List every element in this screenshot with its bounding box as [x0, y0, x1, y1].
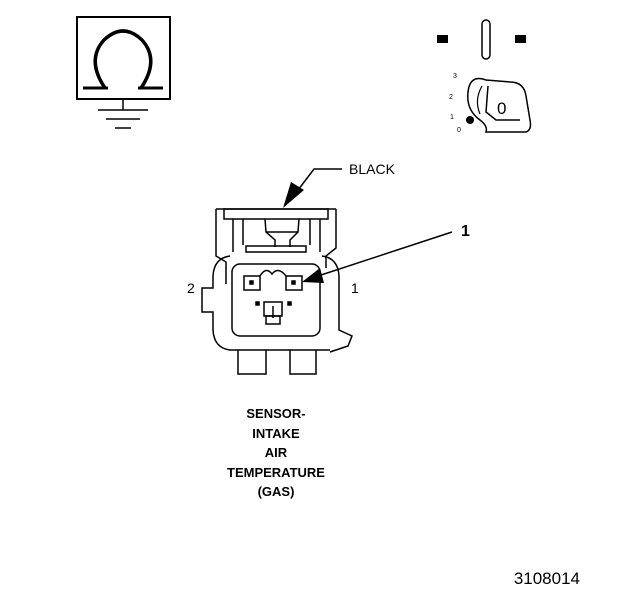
ignition-key-label: 0 [497, 99, 506, 118]
ignition-position-2: 2 [449, 94, 453, 101]
ignition-position-3: 3 [453, 73, 457, 80]
wire-color-leader [283, 168, 342, 208]
caption-line-4: TEMPERATURE [227, 464, 325, 480]
ignition-position-1: 1 [450, 114, 454, 121]
callout-number: 1 [461, 223, 470, 240]
figure-number: 3108014 [513, 569, 580, 588]
component-caption: SENSOR- INTAKE AIR TEMPERATURE (GAS) [176, 404, 376, 502]
caption-line-2: INTAKE [252, 425, 300, 441]
ignition-position-marker [466, 116, 474, 124]
ohmmeter-ground-icon [76, 16, 171, 129]
pin-label-right: 1 [351, 280, 359, 296]
caption-line-5: (GAS) [257, 484, 295, 499]
caption-line-3: AIR [264, 445, 288, 460]
caption-line-1: SENSOR- [246, 406, 306, 421]
wire-color-label: BLACK [349, 161, 396, 177]
pin-label-left: 2 [187, 280, 195, 296]
connector [201, 208, 353, 375]
ignition-key-icon: 3 2 1 0 0 [437, 19, 532, 134]
callout-arrow [302, 231, 453, 283]
ignition-position-0: 0 [457, 127, 461, 134]
